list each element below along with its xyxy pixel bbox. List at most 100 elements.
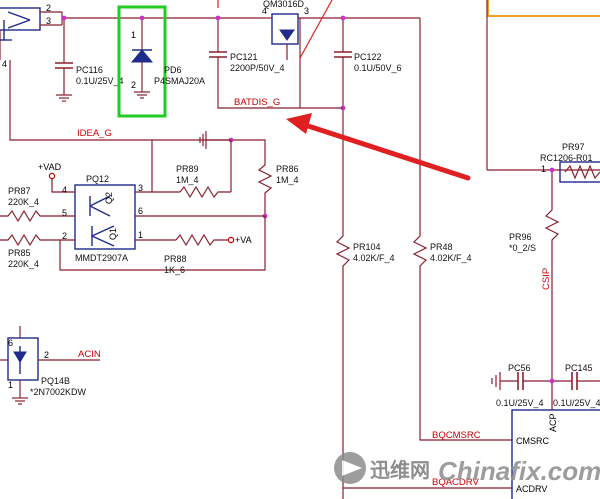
pr48-resistor	[412, 230, 512, 441]
pr85-ref: PR85	[8, 248, 31, 258]
vad-wire	[51, 179, 75, 193]
net-acin: ACIN	[78, 349, 101, 360]
pr48-ref: PR48	[430, 242, 453, 252]
pc121-capacitor	[209, 18, 300, 109]
pr89-value: 1M_4	[176, 175, 199, 185]
red-diagonal-wire	[299, 0, 333, 59]
idea-g-wire	[9, 60, 153, 192]
pq14b-pin-1: 1	[8, 380, 13, 390]
pc121-ref: PC121	[230, 52, 258, 62]
pr88-ref: PR88	[164, 254, 187, 264]
pc145-ref: PC145	[565, 363, 593, 373]
top-left-mosfet	[0, 7, 63, 60]
pr96-ref: PR96	[509, 232, 532, 242]
watermark-cn: 迅维网	[370, 458, 430, 482]
ground-pr89	[199, 131, 231, 149]
pq14b-pin-2: 2	[44, 350, 49, 360]
vad-terminal	[48, 172, 56, 180]
net-bqcmsrc: BQCMSRC	[432, 430, 481, 441]
junction-pd6	[139, 15, 145, 21]
pq14b-value: *2N7002KDW	[30, 387, 87, 397]
pq12-pin-3: 3	[138, 183, 143, 193]
pd6-pin-1: 1	[131, 30, 136, 40]
pr87-value: 220K_4	[8, 197, 39, 207]
pr104-value: 4.02K/F_4	[353, 253, 395, 263]
qm3016d-pin-3: 3	[304, 6, 309, 16]
top-pin-3: 3	[46, 16, 51, 26]
pr89-ref: PR89	[176, 164, 199, 174]
pc122-capacitor	[334, 18, 352, 230]
pd6-pin-2: 2	[131, 80, 136, 90]
ic-pin-cmsrc: CMSRC	[516, 436, 549, 446]
pd6-ref: PD6	[164, 65, 182, 75]
junction-pc122	[340, 15, 346, 21]
qm3016d-ref: QM3016D	[263, 0, 305, 9]
pc56-value: 0.1U/25V_4	[496, 398, 544, 408]
pr97-wire	[487, 169, 553, 200]
pc145-value: 0.1U/25V_4	[553, 398, 600, 408]
pr87-ref: PR87	[8, 186, 31, 196]
pc122-value: 0.1U/50V_6	[354, 63, 402, 73]
ic-pin-acp: ACP	[548, 413, 558, 432]
pd6-diode	[130, 18, 154, 99]
pr97-ref: PR97	[562, 142, 585, 152]
pc56-ref: PC56	[508, 363, 531, 373]
watermark: 迅维网 Chinafix.com	[334, 452, 600, 486]
pq14b-pin-6: 6	[8, 338, 13, 348]
pq14b-mosfet	[0, 326, 100, 405]
pq12-value: MMDT2907A	[75, 253, 128, 263]
pc122-ref: PC122	[354, 52, 382, 62]
pq12-transistor	[74, 184, 265, 250]
pd6-highlight-box	[117, 5, 167, 118]
pq12-bottom-wire	[59, 216, 266, 271]
pc116-ref: PC116	[76, 65, 103, 75]
net-va: +VA	[235, 235, 252, 245]
net-idea-g: IDEA_G	[77, 128, 112, 139]
pc116-value: 0.1U/25V_4	[76, 76, 124, 86]
pq12-q2: Q2	[104, 192, 114, 204]
watermark-en: Chinafix.com	[438, 456, 600, 486]
pc116-capacitor	[55, 18, 73, 102]
pr96-value: *0_2/S	[509, 243, 536, 253]
pr86-ref: PR86	[276, 164, 299, 174]
net-csip: CSIP	[541, 268, 552, 290]
idea-junction-wire	[152, 139, 266, 160]
pr97-zigzag	[564, 164, 600, 180]
pc145-capacitor	[552, 372, 600, 390]
annotation-arrow	[286, 113, 471, 181]
pr85-value: 220K_4	[8, 259, 39, 269]
pr97-value: RC1206-R01	[540, 153, 593, 163]
pd6-value: P4SMAJ20A	[154, 76, 205, 86]
va-terminal	[227, 236, 235, 244]
pr104-ref: PR104	[353, 242, 381, 252]
qm3016d-pin-4: 4	[262, 6, 267, 16]
pr86-value: 1M_4	[276, 175, 299, 185]
net-bqacdrv: BQACDRV	[432, 477, 479, 488]
pr48-value: 4.02K/F_4	[430, 253, 472, 263]
ic-pin-acdrv: ACDRV	[516, 484, 547, 494]
charger-ic-block	[511, 409, 600, 499]
left-pin-4: 4	[2, 59, 7, 69]
pr97-resistor-box	[559, 161, 600, 183]
pr97-pin-1: 1	[541, 164, 546, 174]
sheet-border-box	[487, 0, 600, 17]
pq14b-ref: PQ14B	[41, 376, 70, 386]
pr89-resistor	[179, 185, 231, 199]
pr87-resistor	[0, 209, 75, 223]
junction-pr97	[549, 167, 555, 173]
pq12-pin-2: 2	[62, 231, 67, 241]
pc56-capacitor	[491, 372, 552, 390]
top-pin-2: 2	[46, 3, 51, 13]
junction-pc116	[61, 15, 67, 21]
pc121-value: 2200P/50V_4	[230, 63, 285, 73]
pr88-value: 1K_6	[164, 265, 185, 275]
net-batdis-g: BATDIS_G	[234, 97, 280, 108]
qm3016d-mosfet	[262, 13, 301, 108]
pr104-resistor	[335, 230, 351, 499]
net-vad: +VAD	[38, 162, 62, 172]
pq12-q1: Q1	[108, 228, 118, 240]
pr86-resistor	[257, 160, 273, 216]
junction-pc56	[549, 378, 555, 384]
pr96-resistor	[544, 200, 560, 400]
